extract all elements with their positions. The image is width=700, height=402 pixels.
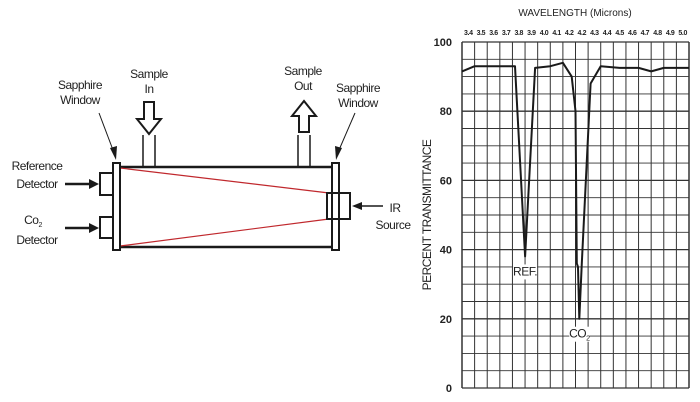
- ir-beam-reference: [119, 167, 330, 194]
- y-tick-label: 20: [440, 314, 452, 326]
- x-tick-label: 3.7: [502, 30, 511, 37]
- x-tick-label: 4.7: [641, 30, 650, 37]
- y-tick-label: 40: [440, 245, 452, 257]
- x-tick-label: 5.0: [678, 30, 687, 37]
- y-tick-label: 80: [440, 106, 452, 118]
- x-tick-label: 4.1: [552, 30, 561, 37]
- reference-detector: [99, 172, 114, 196]
- label-sample-out-1: Sample: [284, 64, 323, 78]
- subscript-2: 2: [38, 222, 42, 229]
- label-reference-detector-1: Reference: [12, 159, 64, 173]
- annotation-subscript: 2: [586, 336, 590, 343]
- window-left-leader-arrow-icon: [110, 146, 117, 160]
- ir-beam-co2: [119, 218, 330, 247]
- annotation-background: [569, 326, 590, 342]
- x-tick-label: 4.3: [590, 30, 599, 37]
- label-sapphire-window-right-1: Sapphire: [336, 81, 381, 95]
- x-tick-label: 4.5: [615, 30, 624, 37]
- reference-arrow-icon: [89, 179, 99, 189]
- x-tick-label: 4.6: [628, 30, 637, 37]
- ir-source: [326, 192, 351, 220]
- x-tick-label: 3.5: [477, 30, 486, 37]
- co-text: Co: [24, 213, 39, 227]
- transmittance-line: [461, 61, 689, 320]
- co2-detector: [99, 216, 114, 239]
- x-tick-label: 4.9: [666, 30, 675, 37]
- label-co2-detector-2: Detector: [16, 233, 58, 247]
- diagram-labels: Sapphire Window Sample In Sample Out Sap…: [12, 64, 412, 247]
- x-tick-label: 3.4: [464, 30, 473, 37]
- y-axis-label: PERCENT TRANSMITTANCE: [420, 139, 434, 290]
- x-tick-label: 4.0: [540, 30, 549, 37]
- label-sapphire-window-left-2: Window: [60, 93, 101, 107]
- window-right-leader-arrow-icon: [335, 146, 342, 160]
- x-tick-label: 4.2: [578, 30, 587, 37]
- annotation-background: [513, 264, 538, 280]
- chart-title: WAVELENGTH (Microns): [518, 8, 631, 19]
- x-tick-label: 3.6: [489, 30, 498, 37]
- y-tick-labels: 100 80 60 40 20 0: [434, 37, 452, 395]
- window-left-leader: [98, 112, 114, 151]
- sample-out-arrow-icon: [289, 99, 319, 133]
- label-ir-source-1: IR: [390, 201, 402, 215]
- label-sapphire-window-left-1: Sapphire: [58, 78, 103, 92]
- sample-in-arrow-icon: [134, 101, 164, 136]
- window-right-leader: [338, 112, 356, 151]
- y-tick-label: 0: [446, 383, 452, 395]
- x-tick-label: 3.8: [514, 30, 523, 37]
- transmittance-chart: WAVELENGTH (Microns) PERCENT TRANSMITTAN…: [420, 8, 690, 395]
- label-reference-detector-2: Detector: [16, 177, 58, 191]
- sample-out-pipe: [297, 135, 311, 167]
- co2-arrow-icon: [89, 223, 99, 233]
- chart-annotations: REF. CO2: [513, 264, 591, 343]
- sapphire-window-left: [112, 162, 121, 251]
- label-sample-in-2: In: [144, 82, 153, 96]
- x-tick-label: 3.9: [527, 30, 536, 37]
- annotation-label: REF.: [513, 264, 537, 278]
- x-tick-label: 4.2: [565, 30, 574, 37]
- ir-arrow-icon: [352, 202, 362, 210]
- sapphire-window-right: [331, 162, 340, 251]
- label-co2-detector-1: Co2: [24, 213, 42, 229]
- sample-in-pipe: [142, 135, 156, 167]
- label-sample-out-2: Out: [294, 79, 313, 93]
- x-tick-label: 4.4: [603, 30, 612, 37]
- label-sample-in-1: Sample: [130, 67, 169, 81]
- y-tick-label: 100: [434, 37, 452, 49]
- y-tick-label: 60: [440, 175, 452, 187]
- gas-cell-diagram: [65, 99, 383, 251]
- x-tick-label: 4.8: [653, 30, 662, 37]
- annotation-label: CO2: [569, 327, 590, 343]
- label-sapphire-window-right-2: Window: [338, 96, 379, 110]
- label-ir-source-2: Source: [375, 218, 411, 232]
